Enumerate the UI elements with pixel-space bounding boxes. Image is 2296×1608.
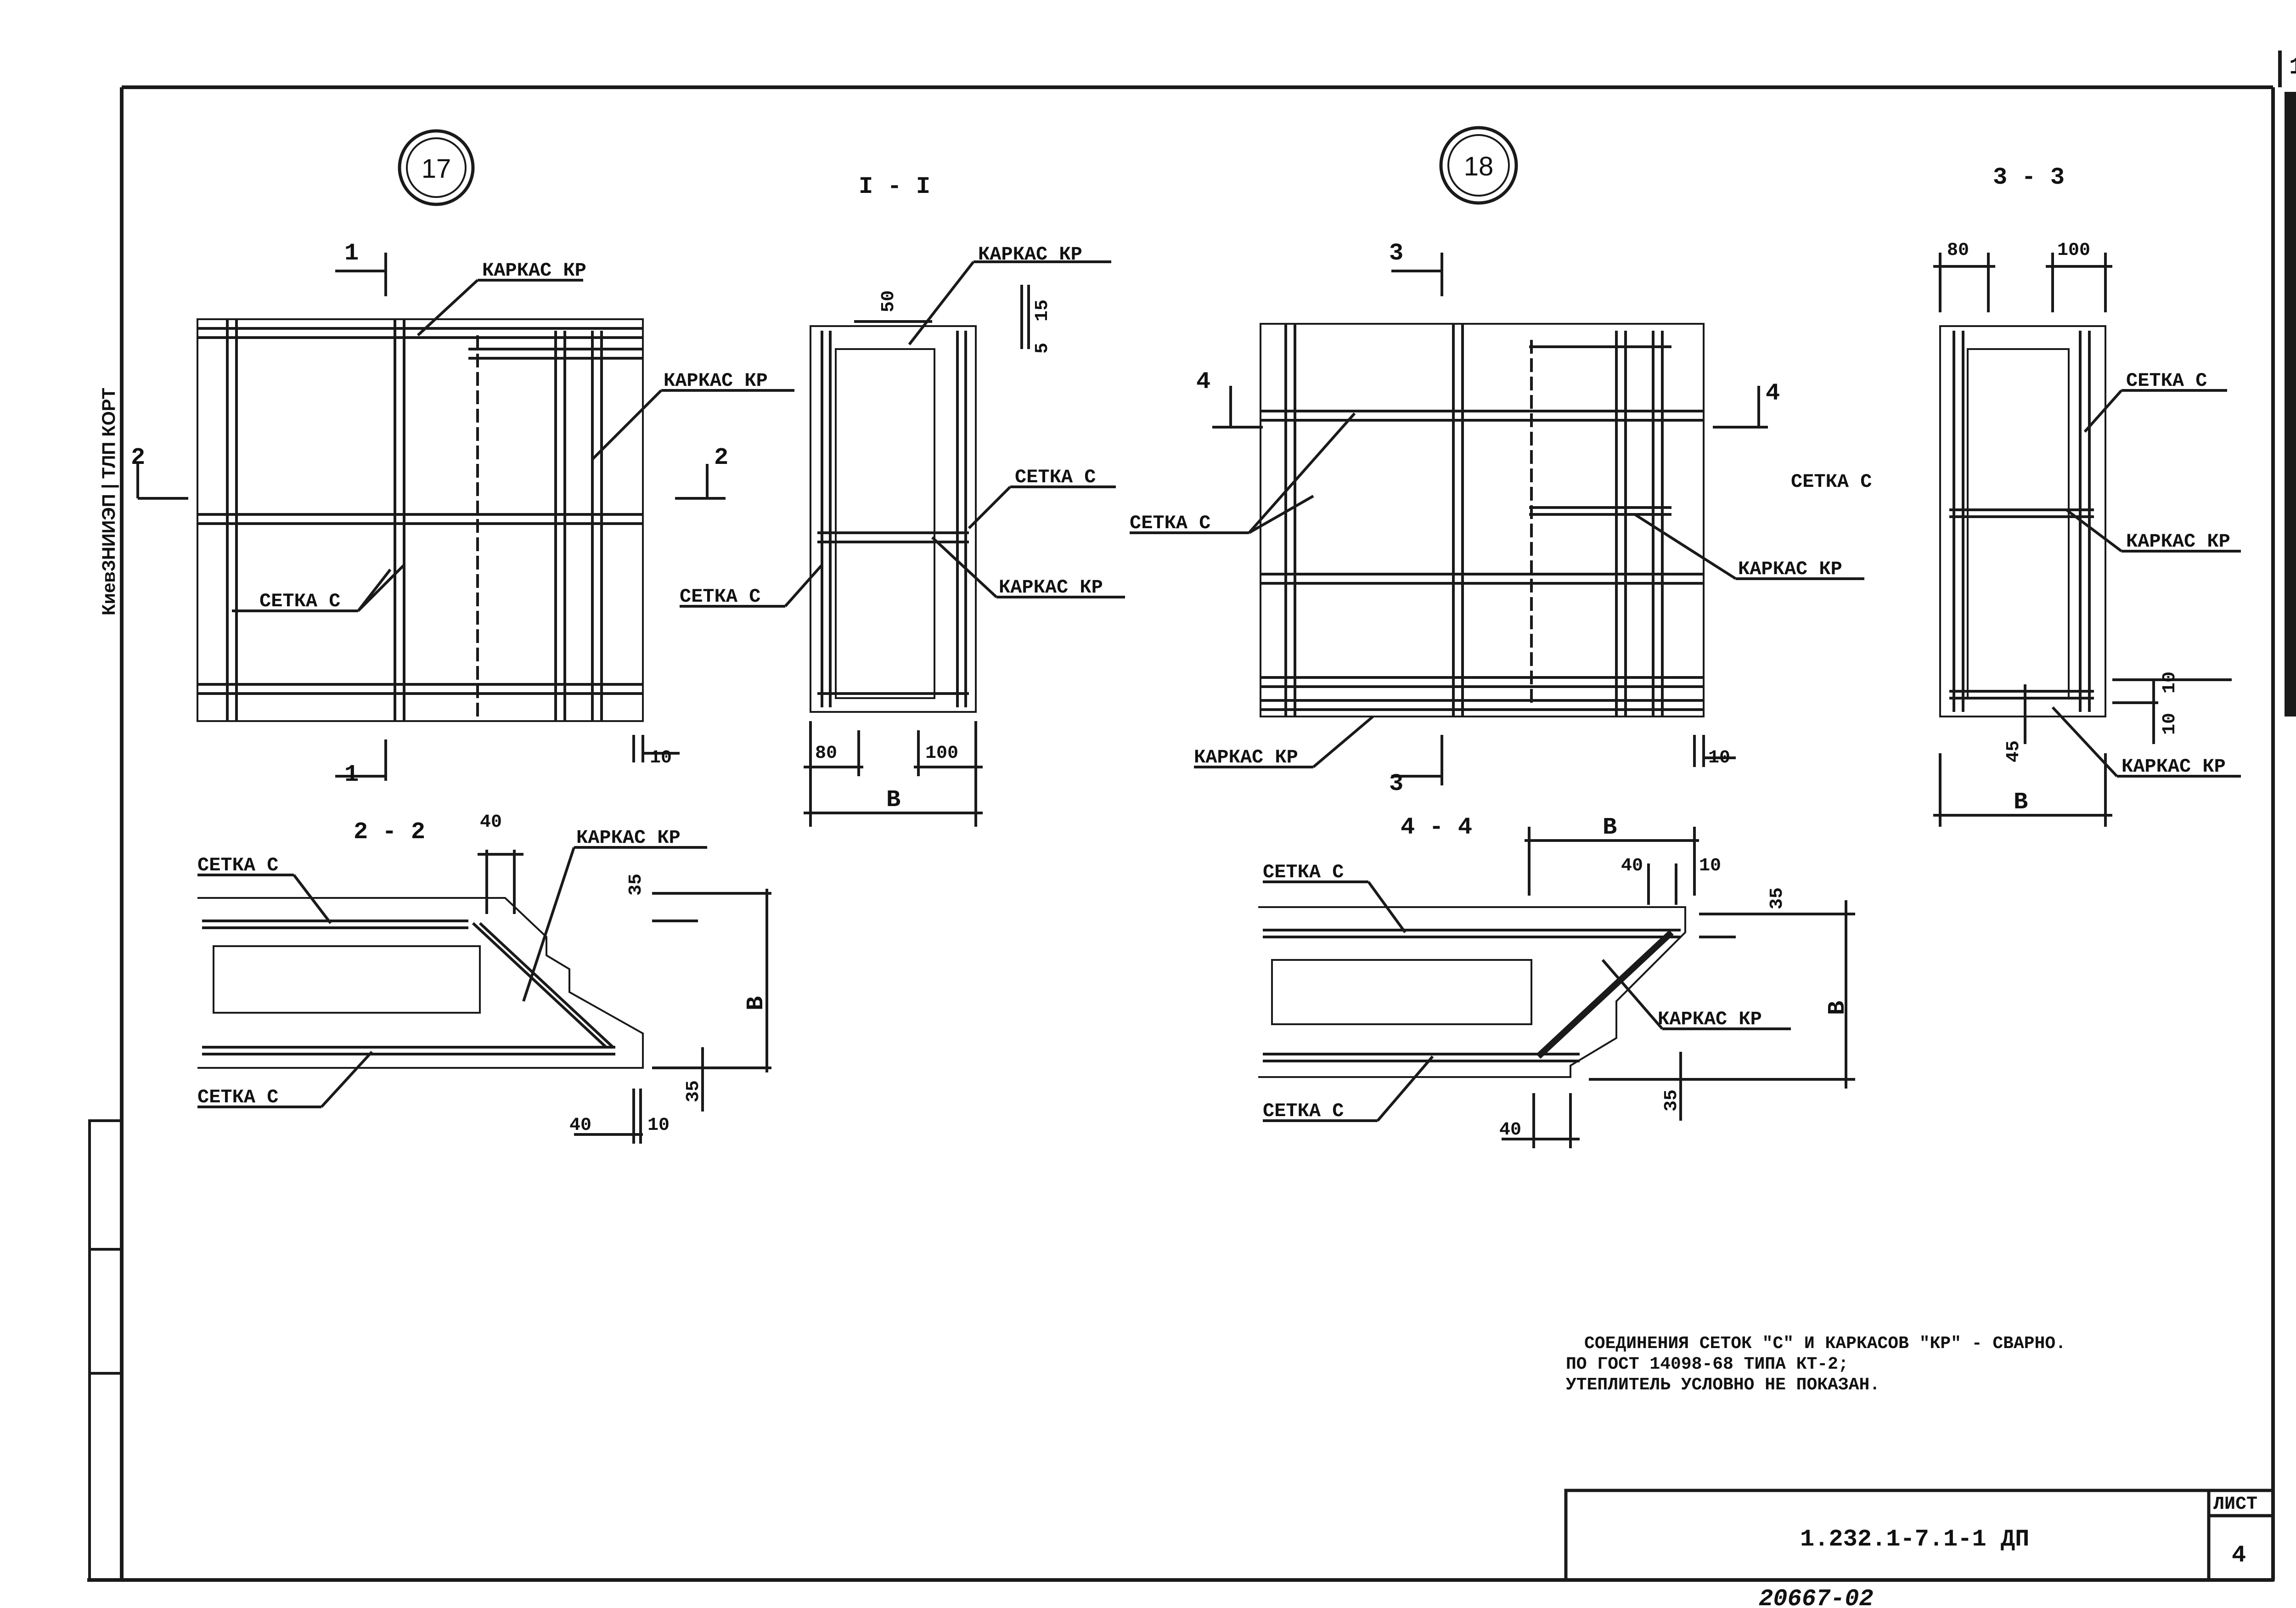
setka-label: СЕТКА С xyxy=(197,1086,278,1108)
cut-3-bottom: 3 xyxy=(1389,770,1403,797)
note-line: УТЕПЛИТЕЛЬ УСЛОВНО НЕ ПОКАЗАН. xyxy=(1566,1375,1880,1395)
page-number: 173 xyxy=(2289,54,2296,81)
node-17-elevation: 17 1 1 xyxy=(131,129,794,788)
cut-2-left: 2 xyxy=(131,444,145,471)
drawing-code: 1.232.1-7.1-1 ДП xyxy=(1800,1526,2029,1553)
cut-1-bottom: 1 xyxy=(344,761,359,788)
setka-label: СЕТКА С xyxy=(259,590,340,612)
dimension-label: 80 xyxy=(1947,240,1969,261)
setka-label: СЕТКА С xyxy=(2126,370,2207,392)
dimension-label: 10 xyxy=(647,1115,670,1136)
setka-label: СЕТКА С xyxy=(197,854,278,876)
dimension-label: 40 xyxy=(480,812,502,833)
sheet-label: ЛИСТ xyxy=(2213,1494,2257,1515)
dimension-label: В xyxy=(1824,1001,1851,1015)
setka-label: СЕТКА С xyxy=(1791,471,1872,493)
dimension-label: 35 xyxy=(683,1080,704,1102)
dimension-label: 45 xyxy=(2003,740,2024,762)
karkas-label: КАРКАС КР xyxy=(2122,756,2226,778)
cut-3-top: 3 xyxy=(1389,240,1403,267)
node-18-elevation: 18 3 3 xyxy=(1130,126,1872,797)
cut-2-right: 2 xyxy=(714,444,728,471)
section-2-2: 2 - 2 СЕТКА С КАРКАС КР СЕТКА С 40 35 В … xyxy=(197,812,771,1144)
dimension-label: 100 xyxy=(925,743,958,764)
dimension-label: В xyxy=(2014,789,2028,816)
karkas-label: КАРКАС КР xyxy=(978,243,1082,265)
setka-label: СЕТКА С xyxy=(1015,466,1096,488)
node-17-number: 17 xyxy=(422,154,451,184)
dimension-label: В xyxy=(886,786,900,813)
dimension-label: 5 xyxy=(1032,343,1053,354)
karkas-label: КАРКАС КР xyxy=(999,576,1103,598)
dimension-label: 10 xyxy=(2160,671,2180,694)
section-4-4: 4 - 4 СЕТКА С КАРКАС КР СЕТКА С В 40 10 xyxy=(1258,814,1855,1148)
karkas-label: КАРКАС КР xyxy=(2126,530,2230,553)
dimension-label: 40 xyxy=(1621,856,1643,876)
dimension-label: 10 xyxy=(2160,713,2180,735)
general-notes: СОЕДИНЕНИЯ СЕТОК "С" И КАРКАСОВ "КР" - С… xyxy=(1566,1334,2066,1395)
dimension-label: 10 xyxy=(650,748,672,768)
setka-label: СЕТКА С xyxy=(1263,861,1344,883)
dimension-label: 40 xyxy=(1499,1120,1521,1140)
cut-4-left: 4 xyxy=(1196,368,1210,395)
cut-1-top: 1 xyxy=(344,240,359,267)
karkas-label: КАРКАС КР xyxy=(576,827,681,849)
karkas-label: КАРКАС КР xyxy=(1658,1008,1762,1030)
setka-label: СЕТКА С xyxy=(1263,1100,1344,1122)
side-stamp: КиевЗНИИЭП | ТЛП КОРТ xyxy=(99,388,119,615)
sheet-number: 4 xyxy=(2232,1542,2246,1569)
dimension-label: 15 xyxy=(1032,299,1053,322)
dimension-label: 80 xyxy=(815,743,837,764)
dimension-label: 50 xyxy=(878,290,899,312)
section-title: 3 - 3 xyxy=(1993,164,2065,191)
cut-4-right: 4 xyxy=(1766,380,1780,407)
dimension-label: 10 xyxy=(1708,748,1730,768)
dimension-label: 40 xyxy=(569,1115,591,1136)
node-18-circle xyxy=(1439,126,1518,205)
karkas-label: КАРКАС КР xyxy=(482,260,586,282)
section-1-1: I - I КАРКАС КР СЕТКА С КАРКАС КР СЕТКА … xyxy=(680,173,1125,827)
karkas-label: КАРКАС КР xyxy=(1194,746,1298,768)
setka-label: СЕТКА С xyxy=(680,586,760,608)
left-margin-boxes xyxy=(88,1119,123,1581)
dimension-label: 35 xyxy=(626,874,647,896)
section-3-3: 3 - 3 80 100 СЕТКА С КАРКАС КР xyxy=(1933,164,2241,827)
dimension-label: 100 xyxy=(2057,240,2090,261)
setka-label: СЕТКА С xyxy=(1130,512,1210,534)
dimension-label: 35 xyxy=(1767,887,1788,909)
node-18-number: 18 xyxy=(1464,152,1494,181)
title-block: 1.232.1-7.1-1 ДП ЛИСТ 4 xyxy=(1564,1489,2275,1582)
karkas-label: КАРКАС КР xyxy=(664,370,768,392)
section-title: I - I xyxy=(859,173,930,200)
dimension-label: 10 xyxy=(1699,856,1721,876)
inventory-number: 20667-02 xyxy=(1759,1585,1874,1608)
right-margin-bar xyxy=(2285,92,2296,717)
dimension-label: В xyxy=(743,996,770,1010)
dimension-label: 35 xyxy=(1661,1089,1682,1111)
dimension-label: В xyxy=(1603,814,1617,841)
karkas-label: КАРКАС КР xyxy=(1738,558,1842,580)
note-line: ПО ГОСТ 14098-68 ТИПА КТ-2; xyxy=(1566,1354,1849,1374)
section-title: 2 - 2 xyxy=(354,818,425,846)
note-line: СОЕДИНЕНИЯ СЕТОК "С" И КАРКАСОВ "КР" - С… xyxy=(1584,1334,2066,1354)
node-17-circle xyxy=(398,129,475,206)
section-title: 4 - 4 xyxy=(1401,814,1472,841)
